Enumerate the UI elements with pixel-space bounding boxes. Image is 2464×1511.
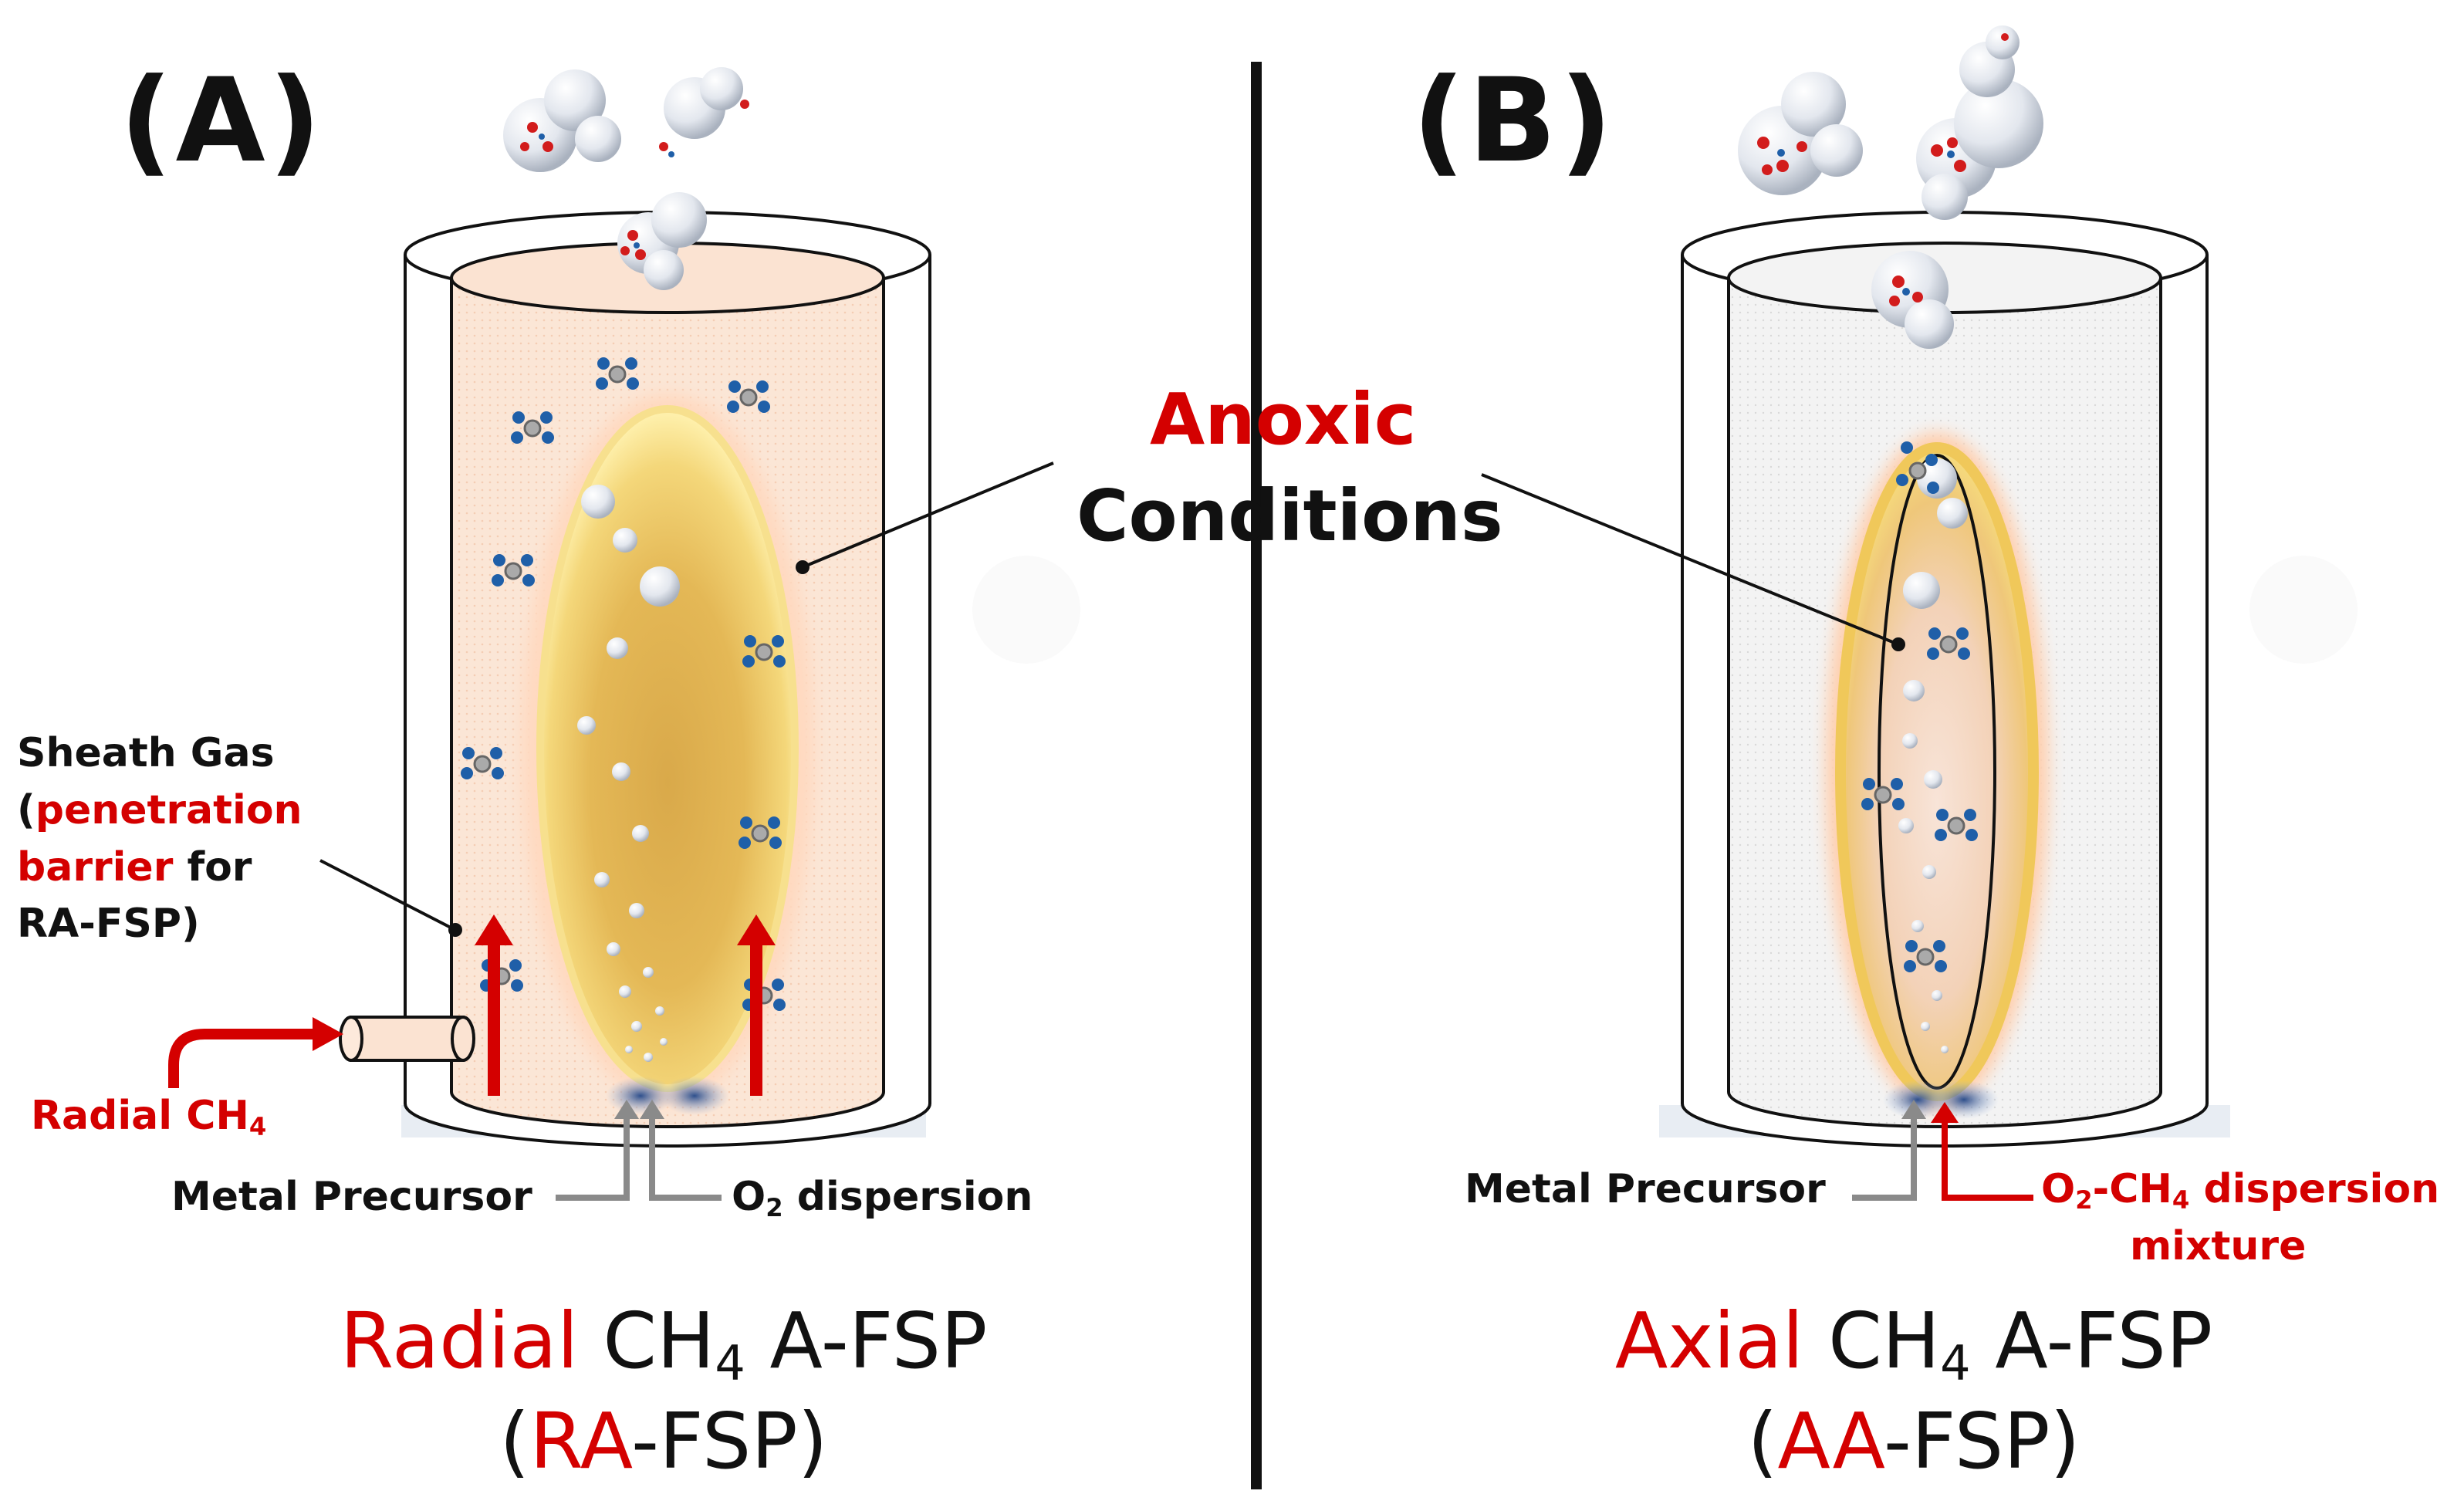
title-a-sub: 4 — [715, 1334, 745, 1391]
abbr-b-rest: -FSP) — [1883, 1396, 2080, 1486]
anoxic-pointer-b — [1481, 473, 1899, 646]
nanoparticle-agglomerates-a — [503, 67, 749, 290]
panel-a-title-line2: (RA-FSP) — [278, 1393, 1049, 1489]
anoxic-pointer-a — [802, 461, 1054, 569]
o2-rest: dispersion — [782, 1174, 1033, 1220]
conditions-label: Conditions — [1077, 475, 1503, 557]
particles — [577, 485, 680, 1062]
title-b-ch: CH — [1803, 1296, 1941, 1386]
o2-sub: 2 — [766, 1193, 783, 1223]
sheath-line4: RA-FSP) — [17, 901, 200, 948]
panel-a-title-line1: Radial CH4 A-FSP — [278, 1293, 1049, 1393]
mixture-label: O2-CH4 dispersion mixture — [2041, 1161, 2439, 1276]
mix-ch: -CH — [2092, 1166, 2172, 1212]
sheath-for: for — [173, 843, 252, 891]
radial-ch4-label: Radial CH4 — [31, 1088, 266, 1145]
nanoparticle-agglomerates-b — [1738, 25, 2043, 349]
panel-a-title: Radial CH4 A-FSP (RA-FSP) — [278, 1293, 1049, 1489]
feed-line-mixture-b — [1942, 1115, 2033, 1201]
panel-a-letter: (A) — [120, 54, 325, 188]
sheath-pointer — [319, 859, 456, 931]
abbr-b-red: AA — [1777, 1396, 1884, 1486]
panel-b-reactor — [1659, 25, 2358, 1201]
o2-o: O — [732, 1174, 766, 1220]
title-a-rest: A-FSP — [745, 1296, 988, 1386]
sheath-gas-label: Sheath Gas (penetration barrier for RA-F… — [17, 725, 303, 953]
title-a-red: Radial — [340, 1296, 579, 1386]
radial-ch: Radial CH — [31, 1093, 249, 1139]
metal-precursor-b: Metal Precursor — [1465, 1166, 1826, 1212]
methane-molecules-b — [1861, 441, 1978, 972]
mixture-line2: mixture — [2130, 1222, 2307, 1269]
sheath-line2: (penetration — [17, 783, 303, 840]
mix-o: O — [2041, 1166, 2076, 1212]
title-a-ch: CH — [578, 1296, 715, 1386]
particles-b — [1898, 458, 1968, 1053]
radial-inlet — [339, 1016, 475, 1062]
abbr-a-red: RA — [529, 1396, 631, 1486]
feed-line-precursor-b — [1852, 1111, 1917, 1201]
sheath-line3: barrier for — [17, 840, 303, 897]
anoxic-label: Anoxic — [1150, 378, 1417, 461]
methane-molecules — [461, 357, 786, 1011]
radial-ch4-arrow — [168, 1029, 316, 1088]
title-b-sub: 4 — [1940, 1334, 1971, 1391]
metal-precursor-a: Metal Precursor — [171, 1174, 532, 1220]
panel-b-letter: (B) — [1412, 54, 1616, 188]
panel-b-title-line1: Axial CH4 A-FSP — [1528, 1293, 2300, 1393]
abbr-a-open: ( — [499, 1396, 530, 1486]
title-b-red: Axial — [1614, 1296, 1804, 1386]
mix-sub2: 4 — [2172, 1185, 2190, 1215]
sheath-paren: ( — [17, 786, 35, 833]
o2-dispersion-label: O2 dispersion — [732, 1169, 1033, 1226]
abbr-b-open: ( — [1747, 1396, 1778, 1486]
panel-b-title-line2: (AA-FSP) — [1528, 1393, 2300, 1489]
feed-lines-a — [556, 1111, 722, 1201]
radial-sub: 4 — [248, 1112, 267, 1142]
title-b-rest: A-FSP — [1970, 1296, 2213, 1386]
sheath-barrier: barrier — [17, 843, 174, 891]
panel-a-reactor — [168, 67, 1080, 1201]
mix-sub1: 2 — [2075, 1185, 2093, 1215]
mixture-line1: O2-CH4 dispersion — [2041, 1161, 2439, 1219]
sheath-line1: Sheath Gas — [17, 730, 275, 776]
abbr-a-rest: -FSP) — [631, 1396, 828, 1486]
mix-rest: dispersion — [2189, 1166, 2440, 1212]
sheath-penetration: penetration — [35, 786, 303, 833]
panel-b-title: Axial CH4 A-FSP (AA-FSP) — [1528, 1293, 2300, 1489]
